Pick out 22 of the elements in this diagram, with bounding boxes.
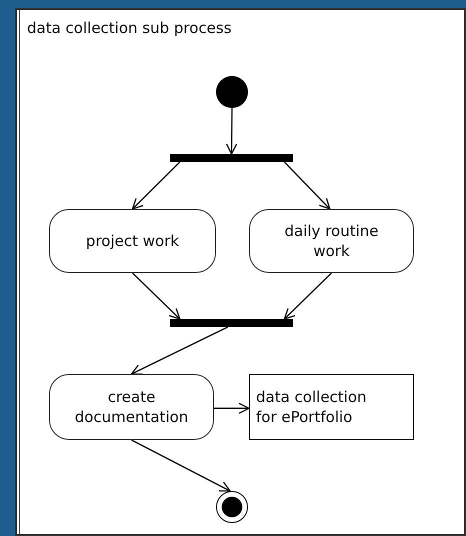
fork-bar	[170, 154, 293, 162]
activity-label: data collection for ePortfolio	[255, 387, 368, 427]
object-box	[249, 374, 414, 440]
activity-box	[249, 209, 414, 273]
arrow	[132, 162, 180, 210]
activity-box	[49, 209, 216, 273]
final-node	[216, 491, 248, 523]
arrow	[284, 272, 332, 320]
frame-title: data collection sub process	[27, 18, 232, 38]
initial-node	[216, 76, 248, 108]
arrow	[226, 108, 238, 155]
activity-label: project work	[84, 231, 180, 251]
arrow	[214, 402, 250, 414]
arrow	[131, 439, 231, 492]
activity-label: create documentation	[74, 387, 190, 427]
activity-frame	[15, 8, 466, 536]
activity-label: daily routine work	[284, 221, 380, 261]
arrow	[130, 326, 228, 375]
activity-box	[49, 374, 214, 440]
fork-bar	[170, 319, 293, 327]
arrow	[132, 272, 180, 320]
arrow	[284, 162, 330, 210]
